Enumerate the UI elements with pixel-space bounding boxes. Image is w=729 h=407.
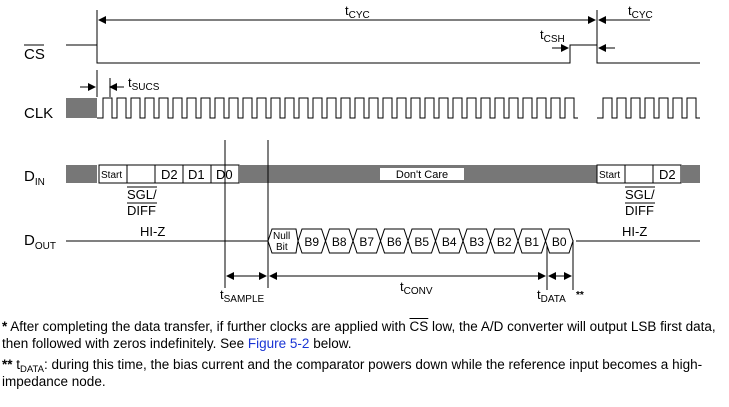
null-bit-label-1: Null (273, 231, 290, 242)
footnotes: * After completing the data transfer, if… (2, 318, 724, 394)
dout-bit-b0 (544, 228, 574, 254)
din-cell-d1-label: D1 (188, 167, 205, 182)
footnote-1-text-c: below. (313, 336, 352, 351)
dout-bit-label-b9: B9 (304, 235, 319, 249)
tcsh-label: tCSH (540, 27, 565, 45)
footnote-2-sub: DATA (20, 364, 44, 375)
clk-waveform (97, 97, 578, 119)
dout-bit-label-b2: B2 (497, 235, 512, 249)
din2-cell-start-label: Start (599, 170, 620, 181)
dout-bit-cells: B9 B8 B7 B6 B5 B4 B3 B2 B1 B0 (297, 228, 574, 254)
din-cell-start-label: Start (101, 170, 122, 181)
din-label: DIN (24, 168, 45, 188)
dout-bit-label-b5: B5 (414, 235, 429, 249)
clk-waveform-2 (597, 97, 700, 119)
null-bit-label-2: Bit (276, 242, 288, 253)
clk-label: CLK (24, 105, 53, 122)
din-gray-start (66, 165, 97, 183)
din2-cell-d2-label: D2 (659, 167, 676, 182)
din-cell-d2-label: D2 (161, 167, 178, 182)
dout-bit-label-b6: B6 (387, 235, 402, 249)
dout-bit-label-b8: B8 (332, 235, 347, 249)
tdata-mark: ** (576, 290, 584, 301)
dout-hiz2-label: HI-Z (622, 224, 647, 239)
tcyc2-label: tCYC (628, 3, 653, 21)
footnote-1-text-a: After completing the data transfer, if f… (10, 319, 406, 334)
footnote-1: * After completing the data transfer, if… (2, 318, 724, 352)
din-cell-sgl (126, 164, 156, 184)
diff-label: DIFF (127, 203, 156, 218)
cs-waveform (66, 44, 700, 64)
timing-diagram: CS CLK DIN DOUT tCYC tCYC tCSH tSUCS Sta… (24, 3, 700, 305)
dout-bit-label-b7: B7 (359, 235, 374, 249)
dout-bit-label-b4: B4 (442, 235, 457, 249)
footnote-2-marker: ** (2, 357, 13, 372)
din-cell-d0-label: D0 (216, 167, 233, 182)
din2-cell-sgl (624, 164, 654, 184)
dout-label: DOUT (24, 232, 56, 252)
tconv-label: tCONV (400, 279, 433, 297)
clk-gray-block (66, 98, 97, 118)
dont-care-label: Don't Care (396, 169, 448, 181)
footnote-1-cs: CS (409, 319, 429, 334)
sgl-label: SGL/ (127, 187, 157, 202)
sgl2-label: SGL/ (625, 187, 655, 202)
footnote-2-t: t (16, 357, 21, 372)
footnote-2-text: : during this time, the bias current and… (2, 357, 703, 389)
dont-care-box (380, 168, 464, 180)
din2-gray-end (681, 165, 700, 183)
footnote-1-marker: * (2, 319, 8, 334)
cs-label: CS (24, 46, 45, 63)
dout-hiz-label: HI-Z (140, 224, 165, 239)
tsample-label: tSAMPLE (220, 287, 265, 305)
tsucs-label: tSUCS (128, 75, 160, 93)
dout-bit-label-b0: B0 (552, 235, 567, 249)
dout-bit-label-b3: B3 (469, 235, 484, 249)
figure-5-2-link[interactable]: Figure 5-2 (247, 336, 310, 351)
footnote-2: ** tDATA: during this time, the bias cur… (2, 356, 724, 390)
diff2-label: DIFF (625, 203, 654, 218)
dout-bit-label-b1: B1 (524, 235, 539, 249)
footnote-1-text-b: low, the A/D converter will output LSB f… (2, 319, 716, 351)
tdata-label: tDATA (537, 287, 566, 305)
tcyc-label: tCYC (345, 3, 370, 21)
